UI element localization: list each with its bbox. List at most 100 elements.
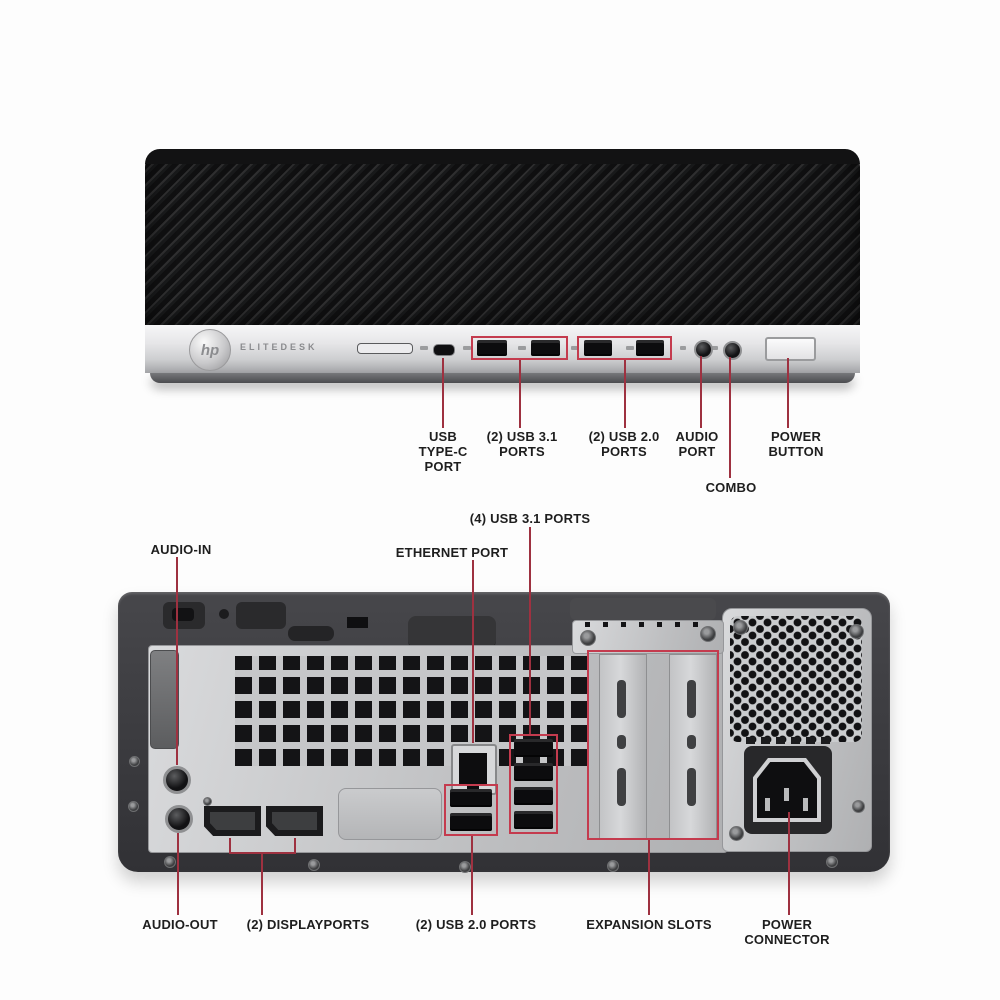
blank-port-plate xyxy=(338,788,442,840)
frame-screw xyxy=(308,859,320,871)
label-usb-2-0-ports-rear: (2) USB 2.0 PORTS xyxy=(415,917,537,932)
label-usb-3-1-ports-front: (2) USB 3.1 PORTS xyxy=(486,429,558,459)
screw xyxy=(203,797,212,806)
leader-audio-in xyxy=(176,557,178,765)
mic-glyph-icon xyxy=(712,346,718,350)
slot-cover-hole xyxy=(687,680,696,718)
psu-hex-vent xyxy=(730,616,862,742)
slot-cover-hole xyxy=(617,680,626,718)
leader-audio-port xyxy=(700,356,702,428)
rear-audio-in-jack xyxy=(163,766,191,794)
screw xyxy=(128,801,139,812)
front-chassis-top-edge xyxy=(145,149,860,164)
bracket-screw xyxy=(700,626,716,642)
ethernet-port-opening xyxy=(459,753,487,784)
rear-usb-3-1-port-4 xyxy=(514,811,553,829)
front-usb-2-0-port-1 xyxy=(584,340,612,356)
frame-screw xyxy=(826,856,838,868)
leader-ethernet xyxy=(472,560,474,743)
slot-cover-hole xyxy=(617,735,626,749)
latch-handle xyxy=(288,626,334,641)
model-name: ELITEDESK xyxy=(240,342,318,352)
cable-lock-slot xyxy=(236,602,286,629)
port-glyph-icon xyxy=(463,346,471,350)
hp-logo-text: hp xyxy=(200,341,220,359)
usb-3-1-highlight-box xyxy=(471,336,568,360)
label-usb-3-1-ports-rear: (4) USB 3.1 PORTS xyxy=(469,511,591,526)
leader-power-connector xyxy=(788,812,790,915)
front-combo-jack xyxy=(723,341,742,360)
label-usb-type-c-port: USB TYPE-C PORT xyxy=(418,429,468,474)
serial-knockout xyxy=(150,650,179,749)
power-button xyxy=(765,337,816,361)
label-usb-2-0-ports-front: (2) USB 2.0 PORTS xyxy=(588,429,660,459)
label-power-button: POWER BUTTON xyxy=(768,429,824,459)
frame-screw xyxy=(607,860,619,872)
port-glyph-icon xyxy=(626,346,634,350)
rear-usb-2-0-port-2 xyxy=(450,813,492,831)
label-audio-in: AUDIO-IN xyxy=(150,542,212,557)
vent-slot xyxy=(347,617,368,628)
leader-displayport-2 xyxy=(294,838,296,854)
port-glyph-icon xyxy=(518,346,526,350)
power-pin xyxy=(765,798,770,811)
psu-vent-dents xyxy=(746,737,830,744)
leader-usb-2-0-front xyxy=(624,360,626,428)
label-combo: COMBO xyxy=(705,480,757,495)
displayport-1 xyxy=(204,806,261,836)
displayport-1-inner xyxy=(210,812,255,830)
usb-type-c-port xyxy=(433,344,455,356)
port-glyph-icon xyxy=(420,346,428,350)
frame-screw xyxy=(164,856,176,868)
label-displayports: (2) DISPLAYPORTS xyxy=(246,917,370,932)
psu-screw xyxy=(849,624,864,639)
port-glyph-icon xyxy=(571,346,579,350)
ethernet-clip-notch xyxy=(467,784,479,790)
leader-usb-3-1-rear xyxy=(529,527,531,734)
power-pin xyxy=(803,798,808,811)
bracket-tick-row xyxy=(585,622,710,627)
displayport-2-inner xyxy=(272,812,317,830)
leader-expansion-slots xyxy=(648,840,650,915)
bracket-screw xyxy=(580,630,596,646)
hp-logo: hp xyxy=(189,329,231,371)
rear-usb-3-1-port-2 xyxy=(514,763,553,781)
leader-usb-3-1-front xyxy=(519,360,521,428)
leader-usb-type-c xyxy=(442,358,444,428)
rear-usb-3-1-highlight-box xyxy=(509,734,558,834)
psu-screw xyxy=(733,620,748,635)
psu-screw xyxy=(852,800,865,813)
label-audio-out: AUDIO-OUT xyxy=(142,917,218,932)
leader-usb-2-0-rear xyxy=(471,836,473,915)
front-usb-2-0-port-2 xyxy=(636,340,664,356)
front-audio-jack xyxy=(694,340,713,359)
displayport-2 xyxy=(266,806,323,836)
leader-power-button xyxy=(787,358,789,428)
leader-audio-out xyxy=(177,833,179,915)
usb-2-0-highlight-box xyxy=(577,336,672,360)
rear-usb-2-0-port-1 xyxy=(450,789,492,807)
leader-displayport-1 xyxy=(229,838,231,854)
expansion-top-handle xyxy=(570,598,716,620)
screw-hole xyxy=(219,609,229,619)
label-audio-port: AUDIO PORT xyxy=(675,429,719,459)
leader-combo xyxy=(729,357,731,478)
frame-screw xyxy=(459,861,471,873)
rear-usb-3-1-port-3 xyxy=(514,787,553,805)
label-ethernet-port: ETHERNET PORT xyxy=(395,545,509,560)
power-pin xyxy=(784,788,789,801)
rear-audio-out-jack xyxy=(165,805,193,833)
psu-screw xyxy=(729,826,744,841)
front-chassis-texture xyxy=(145,149,860,325)
slot-cover-hole xyxy=(617,768,626,806)
rear-usb-2-0-highlight-box xyxy=(444,784,498,836)
slot-cover-hole xyxy=(687,768,696,806)
screw xyxy=(129,756,140,767)
front-chassis-base xyxy=(150,373,855,383)
leader-displayports xyxy=(261,852,263,915)
slot-cover-hole xyxy=(687,735,696,749)
front-usb-3-1-port-2 xyxy=(531,340,560,356)
rear-usb-3-1-port-1 xyxy=(514,739,553,757)
expansion-highlight-box xyxy=(587,650,719,840)
